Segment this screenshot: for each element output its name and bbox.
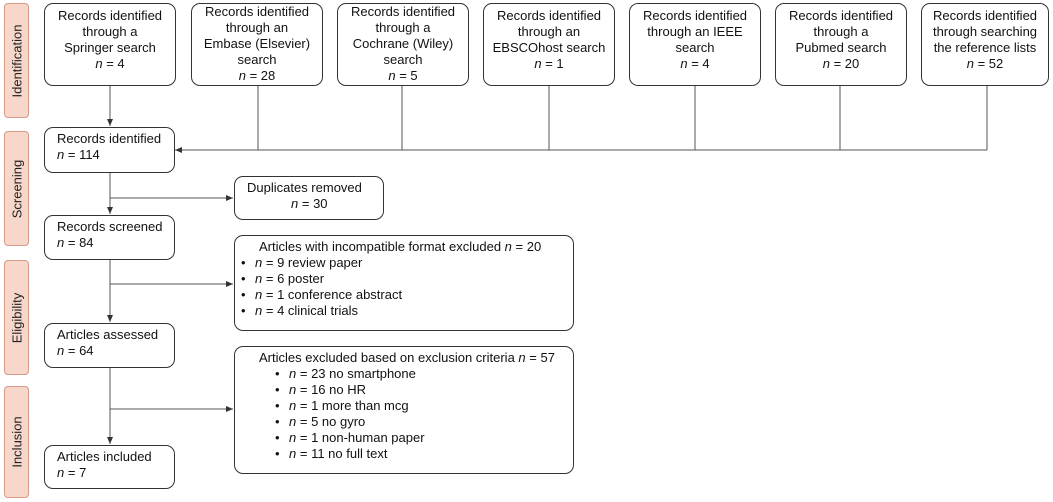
criteria-excluded-list: n = 23 no smartphone n = 16 no HR n = 1 … (255, 366, 573, 462)
source-count: n = 52 (966, 56, 1004, 71)
duplicates-removed-box: Duplicates removed n = 30 (234, 176, 384, 220)
box-label: Articles assessed (57, 327, 159, 342)
stage-identification: Identification (4, 3, 29, 118)
source-cochrane: Records identified through a Cochrane (W… (337, 3, 469, 86)
source-line: Records identified (350, 4, 456, 19)
stage-eligibility: Eligibility (4, 260, 29, 375)
articles-included-box: Articles included n = 7 (44, 445, 175, 489)
source-count: n = 28 (238, 68, 276, 83)
source-line: Records identified (496, 8, 602, 23)
format-excluded-list: n = 9 review paper n = 6 poster n = 1 co… (241, 255, 573, 319)
records-identified-box: Records identified n = 114 (44, 127, 175, 173)
source-ebscohost: Records identified through an EBSCOhost … (483, 3, 615, 86)
source-line: Embase (Elsevier) (203, 36, 311, 51)
box-count: n = 114 (57, 147, 100, 162)
source-line: through an IEEE (647, 24, 743, 39)
source-count: n = 1 (534, 56, 564, 71)
box-count: n = 30 (291, 196, 328, 211)
box-count: n = 84 (57, 235, 94, 250)
source-line: Records identified (204, 4, 310, 19)
source-line: through an (517, 24, 581, 39)
source-line: Pubmed search (795, 40, 887, 55)
source-line: through a (375, 20, 431, 35)
list-item: n = 16 no HR (275, 382, 573, 398)
box-label: Articles included (57, 449, 152, 464)
list-item: n = 9 review paper (241, 255, 573, 271)
source-springer: Records identified through a Springer se… (44, 3, 176, 86)
source-line: through a (82, 24, 138, 39)
list-item: n = 5 no gyro (275, 414, 573, 430)
source-line: Records identified (788, 8, 894, 23)
box-heading: Articles with incompatible format exclud… (259, 239, 542, 254)
list-item: n = 1 more than mcg (275, 398, 573, 414)
source-count: n = 4 (680, 56, 710, 71)
source-line: through an (225, 20, 289, 35)
source-line: the reference lists (933, 40, 1037, 55)
stage-inclusion: Inclusion (4, 386, 29, 498)
source-line: Springer search (64, 40, 156, 55)
source-embase: Records identified through an Embase (El… (191, 3, 323, 86)
source-ieee: Records identified through an IEEE searc… (629, 3, 761, 86)
box-heading: Articles excluded based on exclusion cri… (259, 350, 555, 365)
list-item: n = 11 no full text (275, 446, 573, 462)
source-pubmed: Records identified through a Pubmed sear… (775, 3, 907, 86)
source-count: n = 20 (822, 56, 860, 71)
articles-assessed-box: Articles assessed n = 64 (44, 323, 175, 368)
format-excluded-box: Articles with incompatible format exclud… (234, 235, 574, 331)
list-item: n = 1 non-human paper (275, 430, 573, 446)
records-screened-box: Records screened n = 84 (44, 215, 175, 260)
source-line: Records identified (57, 8, 163, 23)
source-line: Records identified (932, 8, 1038, 23)
source-line: search (675, 40, 715, 55)
source-line: through searching (932, 24, 1038, 39)
source-line: Records identified (642, 8, 748, 23)
list-item: n = 6 poster (241, 271, 573, 287)
box-count: n = 7 (57, 465, 87, 480)
box-label: Records screened (57, 219, 163, 234)
source-line: search (237, 52, 277, 67)
source-line: EBSCOhost search (492, 40, 606, 55)
box-label: Duplicates removed (247, 180, 362, 195)
source-reference-lists: Records identified through searching the… (921, 3, 1049, 86)
list-item: n = 4 clinical trials (241, 303, 573, 319)
source-line: Cochrane (Wiley) (352, 36, 454, 51)
stage-screening: Screening (4, 131, 29, 246)
list-item: n = 1 conference abstract (241, 287, 573, 303)
list-item: n = 23 no smartphone (275, 366, 573, 382)
source-count: n = 5 (388, 68, 418, 83)
source-line: search (383, 52, 423, 67)
box-count: n = 64 (57, 343, 94, 358)
box-label: Records identified (57, 131, 162, 146)
source-count: n = 4 (95, 56, 125, 71)
source-line: through a (813, 24, 869, 39)
criteria-excluded-box: Articles excluded based on exclusion cri… (234, 346, 574, 474)
